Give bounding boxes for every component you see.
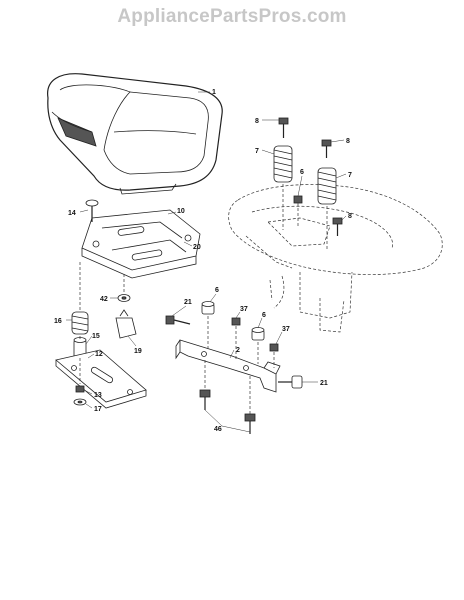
- bolt-46-left[interactable]: [199, 389, 211, 410]
- callout-7-a: 7: [255, 148, 259, 155]
- bolt-8-right[interactable]: [321, 139, 332, 158]
- spring-right[interactable]: [317, 167, 337, 205]
- callout-8-a: 8: [255, 118, 259, 125]
- slide-plate-12[interactable]: [55, 349, 147, 409]
- callout-6-c: 6: [262, 312, 266, 319]
- bolt-14[interactable]: [85, 199, 99, 222]
- callout-6-a: 6: [300, 169, 304, 176]
- seat[interactable]: [47, 73, 223, 195]
- nut-37-left[interactable]: [231, 317, 241, 326]
- callout-21-b: 21: [320, 380, 328, 387]
- nut-6-frame[interactable]: [293, 195, 303, 226]
- callout-37-a: 37: [240, 306, 248, 313]
- callout-8-c: 8: [348, 213, 352, 220]
- callout-20: 20: [193, 244, 201, 251]
- bolt-8-top[interactable]: [278, 117, 289, 138]
- callout-42: 42: [100, 296, 108, 303]
- nut-6-left[interactable]: [201, 301, 215, 315]
- seat-pan[interactable]: [81, 209, 201, 279]
- tractor-frame: [228, 184, 443, 333]
- callout-13: 13: [94, 392, 102, 399]
- callout-46: 46: [214, 426, 222, 433]
- callout-7-b: 7: [348, 172, 352, 179]
- callout-1: 1: [212, 89, 216, 96]
- callout-8-b: 8: [346, 138, 350, 145]
- callout-6-b: 6: [215, 287, 219, 294]
- bolt-21-left[interactable]: [165, 315, 191, 325]
- callout-16: 16: [54, 318, 62, 325]
- callout-2: 2: [236, 347, 240, 354]
- mounting-bracket-2[interactable]: [175, 339, 281, 393]
- callout-15: 15: [92, 333, 100, 340]
- callout-21-a: 21: [184, 299, 192, 306]
- nut-37-right[interactable]: [269, 343, 279, 352]
- nut-13[interactable]: [75, 385, 85, 393]
- latch-19[interactable]: [115, 309, 137, 339]
- watermark-text: AppliancePartsPros.com: [117, 6, 347, 27]
- nut-6-right[interactable]: [251, 327, 265, 341]
- callout-12: 12: [95, 351, 103, 358]
- washer-42[interactable]: [117, 294, 131, 302]
- callout-37-b: 37: [282, 326, 290, 333]
- callout-14: 14: [68, 210, 76, 217]
- callout-17: 17: [94, 406, 102, 413]
- washer-17[interactable]: [73, 398, 87, 406]
- callout-10: 10: [177, 208, 185, 215]
- callout-19: 19: [134, 348, 142, 355]
- spring-16[interactable]: [71, 311, 89, 335]
- bolt-21-right[interactable]: [278, 375, 303, 389]
- bolt-8-frame[interactable]: [332, 217, 343, 236]
- spring-left[interactable]: [273, 145, 293, 183]
